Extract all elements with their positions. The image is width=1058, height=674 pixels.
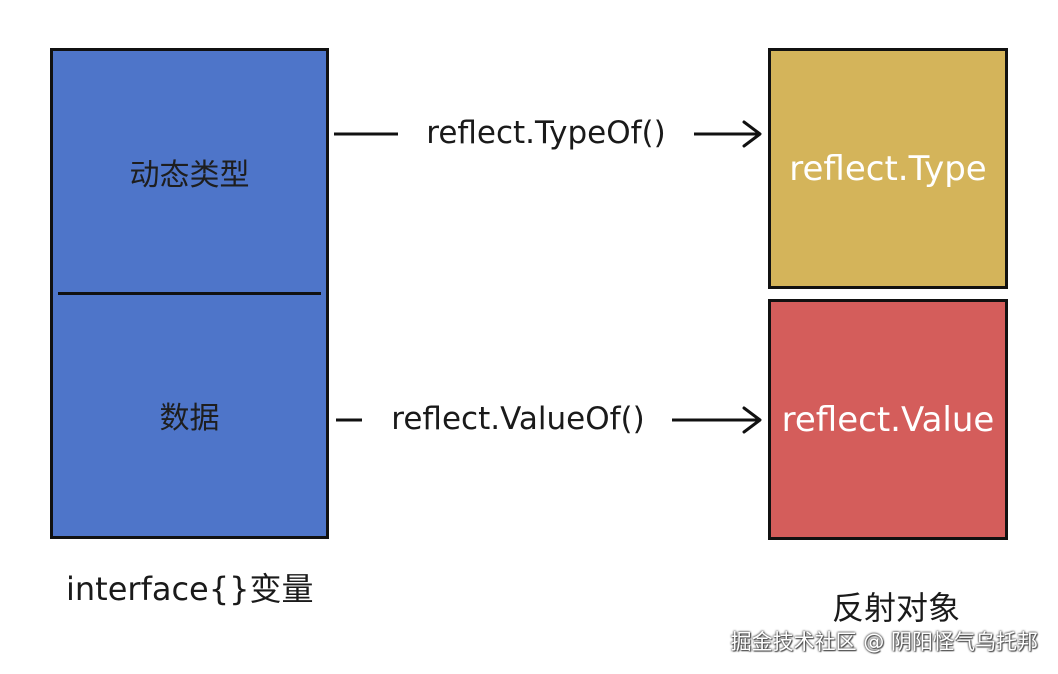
- value-of-label: reflect.ValueOf(): [391, 401, 645, 437]
- watermark: 掘金技术社区 @ 阴阳怪气乌托邦: [730, 630, 1038, 654]
- type-of-label: reflect.TypeOf(): [426, 115, 666, 151]
- dynamic-type-section: 动态类型: [53, 51, 326, 293]
- value-of-arrow-head: [742, 406, 762, 434]
- section-divider: [58, 292, 321, 295]
- data-section: 数据: [53, 293, 326, 536]
- reflect-value-label: reflect.Value: [781, 399, 995, 440]
- interface-variable-caption: interface{}变量: [66, 570, 314, 608]
- type-of-arrow-head: [742, 120, 762, 148]
- interface-variable-box: 动态类型 数据: [50, 48, 329, 539]
- reflect-type-box: reflect.Type: [768, 48, 1008, 289]
- reflect-value-box: reflect.Value: [768, 299, 1008, 540]
- data-label: 数据: [159, 400, 220, 436]
- dynamic-type-label: 动态类型: [129, 158, 250, 193]
- reflection-objects-caption: 反射对象: [832, 589, 961, 627]
- reflect-type-label: reflect.Type: [789, 148, 987, 189]
